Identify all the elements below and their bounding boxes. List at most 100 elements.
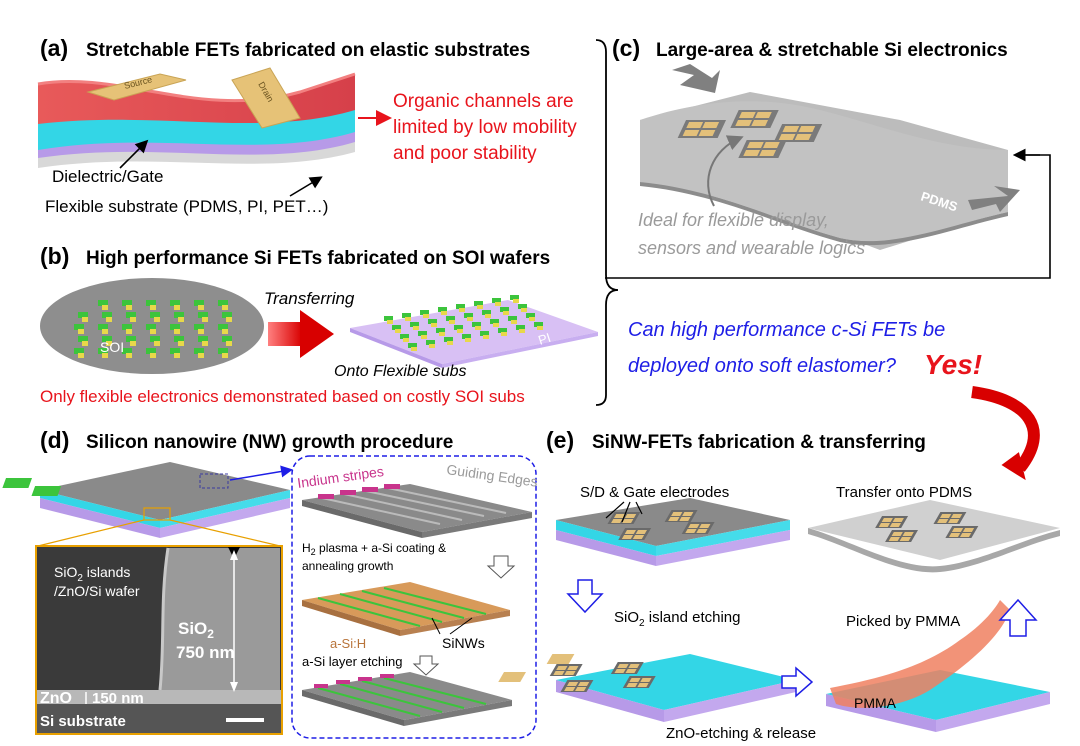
picked-pmma-label: Picked by PMMA [846,613,960,630]
chip [617,664,629,668]
chip [698,130,716,136]
chip [174,329,180,334]
sinws-label: SiNWs [442,635,485,651]
panel-d: (d) Silicon nanowire (NW) growth procedu… [2,427,539,739]
chip [429,344,435,348]
onto-flexible-label: Onto Flexible subs [334,363,467,380]
chip [202,317,208,322]
chip [686,122,704,128]
panel-e-title: SiNW-FETs fabrication & transferring [592,432,926,453]
chip [395,329,401,333]
chip [146,324,156,330]
chip [194,324,204,330]
scale-bar [226,718,264,722]
chip [98,324,108,330]
dielectric-gate-label: Dielectric/Gate [52,167,163,186]
drain-electrode: Drain [231,67,301,129]
chip [937,519,949,523]
chip [174,305,180,310]
chip [738,112,756,118]
chip [178,341,184,346]
chip [428,319,437,324]
chip [472,322,481,327]
chip [106,341,112,346]
chip [493,323,499,327]
chip [951,528,964,532]
chip [575,687,587,691]
panel-c-title: Large-area & stretchable Si electronics [656,40,1008,61]
chip [625,669,637,673]
chip [126,329,132,334]
chip [577,682,590,686]
sem-sio2-label: SiO2 [178,619,214,641]
chip [632,535,645,539]
chip [891,532,903,536]
chip [743,150,761,156]
chip [78,353,84,358]
stretch-arrow-left [672,64,720,93]
chip [483,335,489,339]
chip [622,519,634,523]
ideal-line-2: sensors and wearable logics [638,238,865,258]
transferring-label: Transferring [264,289,355,308]
chip [696,529,708,533]
question-line-1: Can high performance c-Si FETs be [628,319,945,341]
chip [82,341,88,346]
chip [413,326,419,330]
chip [498,328,507,333]
h2-plasma-line-2: annealing growth [302,559,393,573]
chip [465,338,471,342]
chip [567,666,579,670]
chip [671,512,683,516]
chip [218,348,228,354]
chip [102,312,112,318]
chip [449,320,455,324]
island-etching-label: SiO2 island etching [614,609,740,629]
chip [454,325,463,330]
asi-etch-label: a-Si layer etching [302,654,402,669]
chip [198,312,208,318]
chip [78,312,88,318]
panel-d-label: (d) [40,427,69,453]
chip [735,120,753,126]
panel-a-title: Stretchable FETs fabricated on elastic s… [86,40,530,61]
chip [889,523,902,527]
chip [436,328,445,333]
chip [82,317,88,322]
pi-substrate [350,300,598,364]
chip [178,317,184,322]
step3-substrate [302,672,512,726]
chip [518,304,527,309]
chip [962,528,975,532]
chip [682,512,694,516]
chip [746,142,764,148]
chip [485,314,491,318]
e-step1 [556,498,790,566]
chip [759,150,777,156]
chip [387,320,393,324]
stack-ribbon [37,72,356,168]
panel-e-label: (e) [546,427,574,453]
asih-label: a-Si:H [330,636,366,651]
chip [410,322,419,327]
chip [702,122,720,128]
chip [474,301,483,306]
chip [685,529,697,533]
chip [421,335,427,339]
chip [130,341,136,346]
chip [423,314,429,318]
chip [222,305,228,310]
panel-b: (b) High performance Si FETs fabricated … [40,243,598,406]
chip [464,313,473,318]
chip [613,514,626,518]
chip [402,313,411,318]
chip [628,664,640,668]
chip [629,678,641,682]
chip [521,308,527,312]
chip [459,308,465,312]
chip [640,678,652,682]
panel-c-label: (c) [612,35,640,61]
stretch-arrow-right [968,186,1020,212]
indium-label: Indium stripes [296,463,385,491]
chip [611,519,623,523]
